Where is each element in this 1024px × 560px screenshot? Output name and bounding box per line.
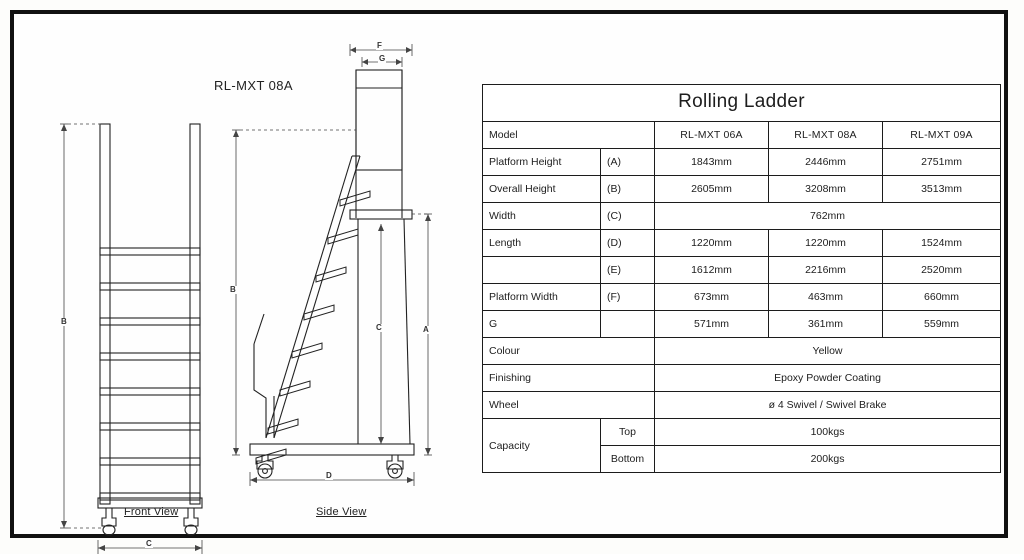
table-row-capacity-bottom: Bottom 200kgs [483,445,1002,473]
capacity-top-label: Top [600,418,655,446]
cell-value: 673mm [654,283,769,311]
row-code-overall-height: (B) [600,175,655,203]
cell-value: 571mm [654,310,769,338]
row-code-e: (E) [600,256,655,284]
cell-value: 3208mm [768,175,883,203]
cell-value: 2446mm [768,148,883,176]
cell-value: 2216mm [768,256,883,284]
side-view-caption: Side View [316,506,367,518]
row-label-platform-height: Platform Height [482,148,601,176]
model-label: RL-MXT 08A [214,78,293,93]
cell-value-wheel: ø 4 Swivel / Swivel Brake [653,391,1002,419]
table-row: Overall Height (B) 2605mm 3208mm 3513mm [482,175,1002,203]
row-code-platform-height: (A) [600,148,655,176]
cell-value: 1524mm [881,229,1002,257]
cell-value: 2751mm [881,148,1002,176]
table-row: Colour Yellow [482,337,1002,365]
capacity-bottom-label: Bottom [600,445,655,473]
table-row: Finishing Epoxy Powder Coating [482,364,1002,392]
table-row-capacity-top: Capacity Top 100kgs [482,418,1002,473]
table-row: Length (D) 1220mm 1220mm 1524mm [482,229,1002,257]
table-title: Rolling Ladder [481,84,1002,122]
model-header-1: RL-MXT 06A [654,121,769,149]
table-row: Wheel ø 4 Swivel / Swivel Brake [482,391,1002,419]
side-dim-inner-width-letter: G [378,54,387,63]
cell-value: 3513mm [881,175,1002,203]
row-code-length: (D) [600,229,655,257]
drawing-frame-border: RL-MXT 08A [10,10,1008,554]
front-view-caption: Front View [124,506,179,518]
table-row-model: Model RL-MXT 06A RL-MXT 08A RL-MXT 09A [482,121,1002,149]
cell-value: 1220mm [768,229,883,257]
cell-value: 1220mm [654,229,769,257]
row-code-platform-width: (F) [600,283,655,311]
side-dim-vertical-c-letter: C [375,323,383,332]
row-label-platform-width: Platform Width [482,283,601,311]
table-row: Platform Width (F) 673mm 463mm 660mm [482,283,1002,311]
cell-value: 559mm [881,310,1002,338]
spec-table-container: Rolling Ladder Model RL-MXT 06A RL-MXT 0… [481,84,1002,473]
side-dim-overall-height-letter: B [229,285,237,294]
cell-value: 361mm [768,310,883,338]
row-label-length: Length [482,229,601,257]
row-label-capacity: Capacity [482,418,601,473]
cell-value: 2605mm [654,175,769,203]
row-label-width: Width [482,202,601,230]
row-code-g [600,310,655,338]
row-label-model: Model [482,121,655,149]
table-row: (E) 1612mm 2216mm 2520mm [482,256,1002,284]
side-view-drawing [232,44,432,486]
table-row: Width (C) 762mm [482,202,1002,230]
table-row: G 571mm 361mm 559mm [482,310,1002,338]
row-label-g: G [482,310,601,338]
rolling-ladder-spec-table: Rolling Ladder Model RL-MXT 06A RL-MXT 0… [481,84,1002,473]
front-dim-height-letter: B [60,317,68,326]
capacity-bottom-value: 200kgs [653,445,1002,473]
table-row: Platform Height (A) 1843mm 2446mm 2751mm [482,148,1002,176]
front-view-drawing [60,123,203,554]
cell-value-colour: Yellow [653,337,1002,365]
side-dim-platform-height-letter: A [422,325,430,334]
cell-value: 463mm [768,283,883,311]
row-label-colour: Colour [482,337,655,365]
row-label-e [482,256,601,284]
cell-value-finishing: Epoxy Powder Coating [653,364,1002,392]
capacity-top-value: 100kgs [653,418,1002,446]
table-title-row: Rolling Ladder [481,84,1002,122]
front-dim-width-letter: C [145,539,153,548]
cell-value: 1612mm [654,256,769,284]
row-label-wheel: Wheel [482,391,655,419]
row-label-overall-height: Overall Height [482,175,601,203]
cell-value: 2520mm [881,256,1002,284]
side-dim-platform-width-letter: F [376,41,383,50]
row-code-width: (C) [600,202,655,230]
technical-drawings-area: RL-MXT 08A [28,28,468,554]
cell-value: 660mm [881,283,1002,311]
model-header-3: RL-MXT 09A [881,121,1002,149]
side-dim-length-letter: D [325,471,333,480]
cell-value-span: 762mm [653,202,1002,230]
model-header-2: RL-MXT 08A [768,121,883,149]
row-label-finishing: Finishing [482,364,655,392]
cell-value: 1843mm [654,148,769,176]
